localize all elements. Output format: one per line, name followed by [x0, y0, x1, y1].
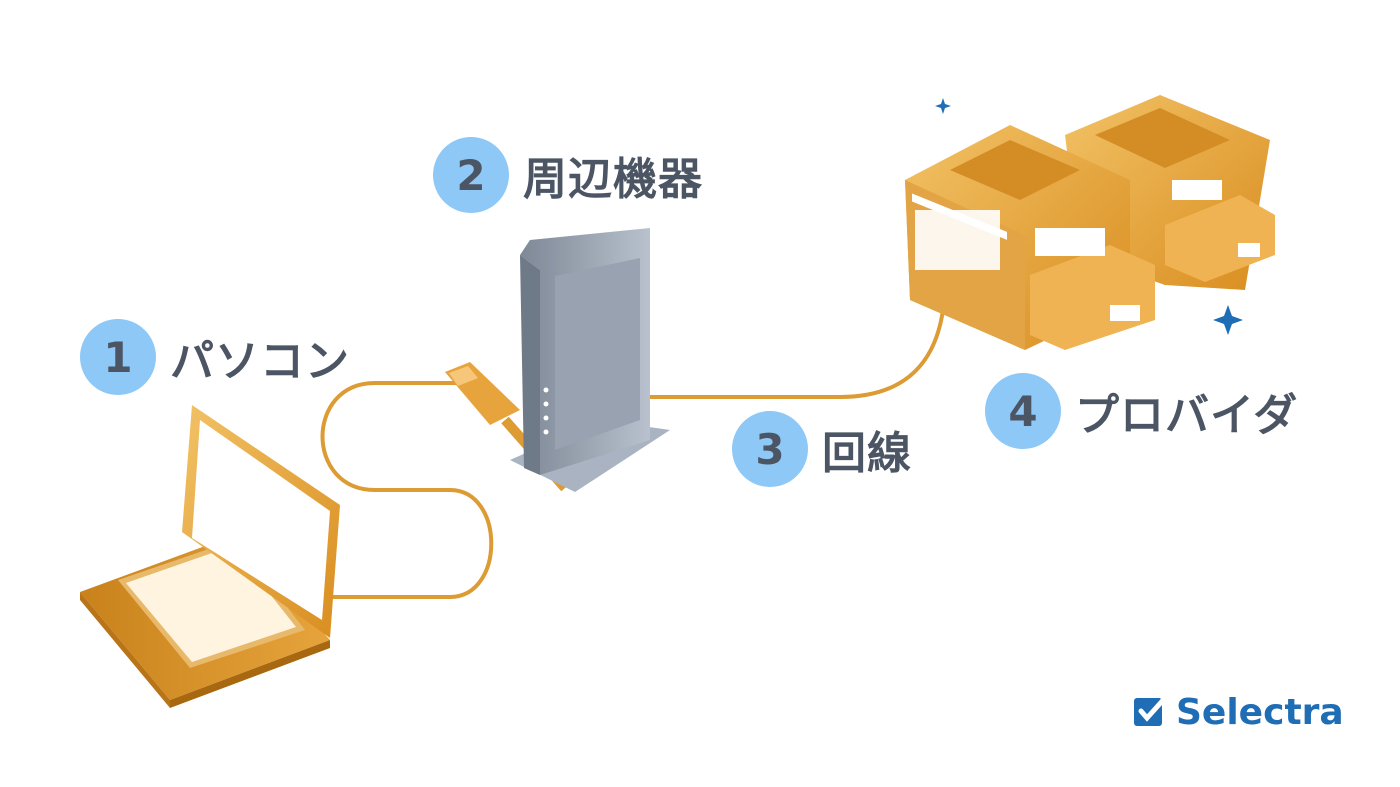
step-1-label: 1 パソコン: [80, 318, 350, 396]
cable-router-provider: [650, 279, 947, 399]
provider-buildings-icon: [905, 95, 1275, 350]
step-4-text: プロバイダ: [1075, 390, 1299, 441]
checkbox-icon: [1134, 695, 1168, 726]
step-4-label: 4 プロバイダ: [985, 372, 1298, 450]
brand-name: Selectra: [1176, 691, 1344, 733]
step-3-label: 3 回線: [732, 410, 912, 488]
cable-laptop-router: [320, 381, 494, 599]
router-icon: [510, 228, 670, 492]
step-4-number-badge: 4: [985, 373, 1061, 449]
step-2-text: 周辺機器: [523, 154, 703, 205]
sparkle-icon: [1213, 305, 1243, 335]
step-3-number-badge: 3: [732, 411, 808, 487]
sparkle-icon: [935, 98, 951, 114]
step-2-number-badge: 2: [433, 137, 509, 213]
selectra-logo: Selectra: [1132, 690, 1344, 734]
step-1-text: パソコン: [170, 336, 350, 387]
step-2-label: 2 周辺機器: [433, 136, 703, 214]
step-1-number-badge: 1: [80, 319, 156, 395]
laptop-icon: [80, 405, 340, 708]
step-3-text: 回線: [822, 428, 912, 479]
